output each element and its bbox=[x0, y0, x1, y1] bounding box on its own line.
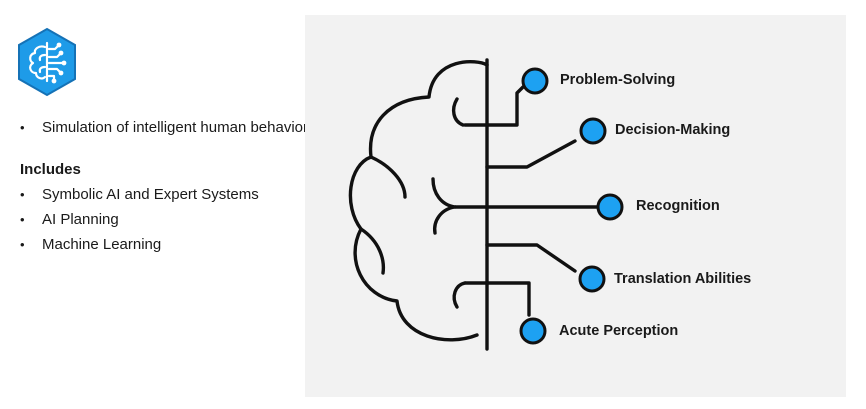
brain-diagram-panel: Problem-Solving Decision-Making Recognit… bbox=[305, 15, 846, 397]
node-perception-circle bbox=[519, 317, 547, 345]
node-label-acute-perception: Acute Perception bbox=[559, 323, 679, 339]
description-bullet: • Simulation of intelligent human behavi… bbox=[20, 117, 310, 138]
includes-heading: Includes bbox=[20, 161, 81, 178]
bullet-icon: • bbox=[20, 187, 25, 202]
list-item: • Machine Learning bbox=[20, 234, 310, 255]
list-item-text: Symbolic AI and Expert Systems bbox=[42, 186, 259, 203]
bullet-icon: • bbox=[20, 212, 25, 227]
left-text-column: • Simulation of intelligent human behavi… bbox=[20, 117, 310, 259]
list-item-text: Machine Learning bbox=[42, 236, 162, 253]
bullet-icon: • bbox=[20, 120, 25, 135]
node-translation-circle bbox=[578, 265, 606, 293]
node-decision-making-circle bbox=[579, 117, 607, 145]
connector-translation bbox=[485, 243, 577, 273]
node-label-problem-solving: Problem-Solving bbox=[560, 72, 676, 88]
bullet-icon: • bbox=[20, 237, 25, 252]
connector-perception bbox=[463, 281, 531, 317]
brain-fold-lower bbox=[452, 281, 467, 309]
brain-fold-upper bbox=[451, 97, 465, 127]
node-label-decision-making: Decision-Making bbox=[615, 122, 731, 138]
node-label-recognition: Recognition bbox=[636, 198, 720, 214]
node-problem-solving-circle bbox=[521, 67, 549, 95]
includes-list: • Symbolic AI and Expert Systems • AI Pl… bbox=[20, 184, 310, 255]
brain-fold-mid bbox=[431, 177, 489, 209]
brain-circuit-hexagon-icon bbox=[18, 27, 76, 97]
brain-circuit-diagram bbox=[348, 58, 624, 351]
list-item-text: AI Planning bbox=[42, 211, 119, 228]
node-label-translation-abilities: Translation Abilities bbox=[614, 271, 752, 287]
list-item: • AI Planning bbox=[20, 209, 310, 230]
brain-fold-mid-right bbox=[433, 205, 457, 235]
brain-circuit-logo bbox=[12, 27, 82, 97]
brain-fold-mid-left bbox=[369, 155, 407, 199]
brain-outline bbox=[348, 60, 489, 342]
brain-fold-bottom-left bbox=[359, 227, 386, 275]
connector-decision-making bbox=[485, 139, 577, 169]
list-item: • Symbolic AI and Expert Systems bbox=[20, 184, 310, 205]
connector-problem-solving bbox=[463, 80, 532, 127]
description-text: Simulation of intelligent human behavior bbox=[42, 119, 308, 136]
node-recognition-circle bbox=[596, 193, 624, 221]
